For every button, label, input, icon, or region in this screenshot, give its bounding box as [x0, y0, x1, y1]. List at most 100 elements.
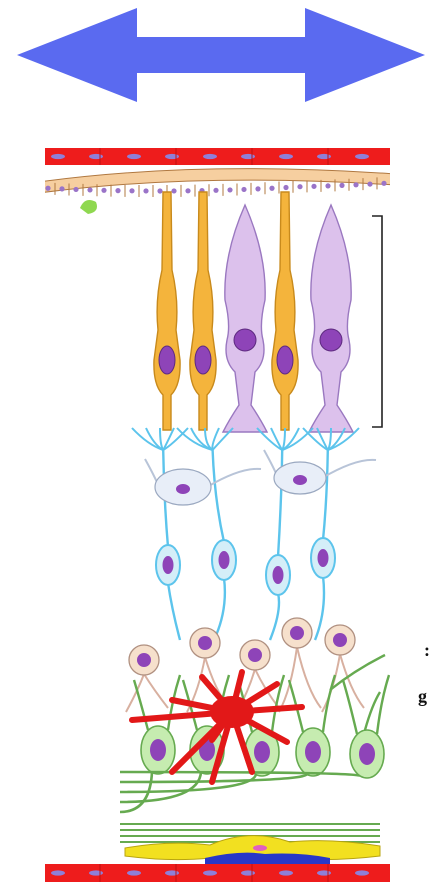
rpe-nucleus — [87, 187, 92, 192]
cone-cell — [190, 192, 216, 430]
cone-cell — [272, 192, 298, 430]
vessel-nucleus — [89, 870, 103, 875]
amacrine-nucleus — [248, 648, 262, 662]
vessel-nucleus — [51, 870, 65, 875]
rpe-nucleus — [101, 188, 106, 193]
vessel-nucleus — [165, 154, 179, 159]
bipolar-axon — [168, 583, 180, 640]
cone-nucleus — [277, 346, 293, 374]
bipolar-axon — [315, 576, 324, 640]
rpe-nucleus — [73, 187, 78, 192]
bipolar-nucleus — [318, 549, 329, 567]
rpe-nucleus — [325, 183, 330, 188]
rpe-nucleus — [45, 186, 50, 191]
rpe-nucleus — [157, 188, 162, 193]
bipolar-dendrite — [257, 428, 282, 450]
amacrine-nucleus — [137, 653, 151, 667]
bipolar-nucleus — [219, 551, 230, 569]
ganglion-nucleus — [359, 743, 375, 765]
rpe-nucleus — [297, 184, 302, 189]
vessel-nucleus — [203, 154, 217, 159]
amacrine-nucleus — [290, 626, 304, 640]
bottom-blood-vessel — [45, 864, 390, 882]
rpe-nucleus — [241, 187, 246, 192]
horizontal-nucleus — [293, 475, 307, 485]
label-letter-g: g — [418, 686, 427, 707]
glia-blob — [80, 200, 97, 214]
rpe-nucleus — [115, 188, 120, 193]
bipolar-dendrite — [282, 428, 285, 450]
pigment-epithelium — [40, 169, 400, 197]
horizontal-process — [322, 460, 376, 478]
vessel-nucleus — [355, 870, 369, 875]
rod-cell — [223, 205, 267, 432]
rpe-nucleus — [129, 188, 134, 193]
glia-nucleus — [253, 845, 267, 851]
vessel-nucleus — [51, 154, 65, 159]
bipolar-axon — [270, 593, 279, 640]
vessel-nucleus — [279, 154, 293, 159]
bipolar-axon — [323, 450, 328, 540]
vessel-nucleus — [317, 154, 331, 159]
bipolar-nucleus — [163, 556, 174, 574]
ganglion-nucleus — [150, 739, 166, 761]
rpe-nucleus — [59, 186, 64, 191]
amacrine-nucleus — [198, 636, 212, 650]
rpe-nucleus — [381, 181, 386, 186]
rpe-nucleus — [311, 184, 316, 189]
vessel-nucleus — [89, 154, 103, 159]
vessel-nucleus — [241, 870, 255, 875]
rpe-nucleus — [269, 186, 274, 191]
horizontal-nucleus — [176, 484, 190, 494]
vessel-nucleus — [241, 154, 255, 159]
microglia-body — [210, 696, 254, 728]
top-blood-vessel — [45, 148, 390, 165]
astrocyte — [125, 836, 380, 869]
vessel-nucleus — [127, 870, 141, 875]
bipolar-dendrite — [163, 428, 188, 450]
ganglion-cells — [120, 655, 389, 842]
vessel-nucleus — [127, 154, 141, 159]
rpe-nucleus — [367, 181, 372, 186]
amacrine-process — [297, 647, 321, 708]
rpe-nucleus — [283, 185, 288, 190]
rpe-nucleus — [213, 188, 218, 193]
bipolar-nucleus — [273, 566, 284, 584]
rpe-nucleus — [255, 186, 260, 191]
vessel-nucleus — [203, 870, 217, 875]
horizontal-cells — [145, 450, 376, 505]
amacrine-process — [144, 674, 168, 708]
rpe-nucleus — [171, 188, 176, 193]
photoreceptor-layer-bracket — [372, 216, 382, 427]
ganglion-nucleus — [254, 741, 270, 763]
vessel-nucleus — [279, 870, 293, 875]
cone-nucleus — [159, 346, 175, 374]
cone-nucleus — [195, 346, 211, 374]
rpe-nucleus — [339, 183, 344, 188]
bipolar-axon — [213, 450, 224, 542]
rod-nucleus — [234, 329, 256, 351]
vessel-nucleus — [355, 154, 369, 159]
ganglion-dendrite — [377, 675, 389, 734]
rod-nucleus — [320, 329, 342, 351]
bipolar-cells — [132, 428, 359, 640]
double-headed-arrow-icon — [17, 8, 425, 102]
ganglion-axon — [120, 772, 201, 802]
rpe-nucleus — [353, 182, 358, 187]
cone-cell — [154, 192, 180, 430]
photoreceptor-cells — [154, 192, 353, 432]
ganglion-nucleus — [305, 741, 321, 763]
rpe-nucleus — [227, 187, 232, 192]
vessel-nucleus — [165, 870, 179, 875]
rod-cell — [309, 205, 353, 432]
bipolar-dendrite — [160, 428, 163, 450]
amacrine-nucleus — [333, 633, 347, 647]
vessel-nucleus — [317, 870, 331, 875]
colon-mark: : — [424, 640, 430, 661]
rpe-nucleus — [143, 188, 148, 193]
rpe-band — [40, 169, 400, 193]
ganglion-dendrite — [343, 680, 357, 734]
bipolar-axon — [214, 578, 225, 640]
rpe-nucleus — [185, 188, 190, 193]
